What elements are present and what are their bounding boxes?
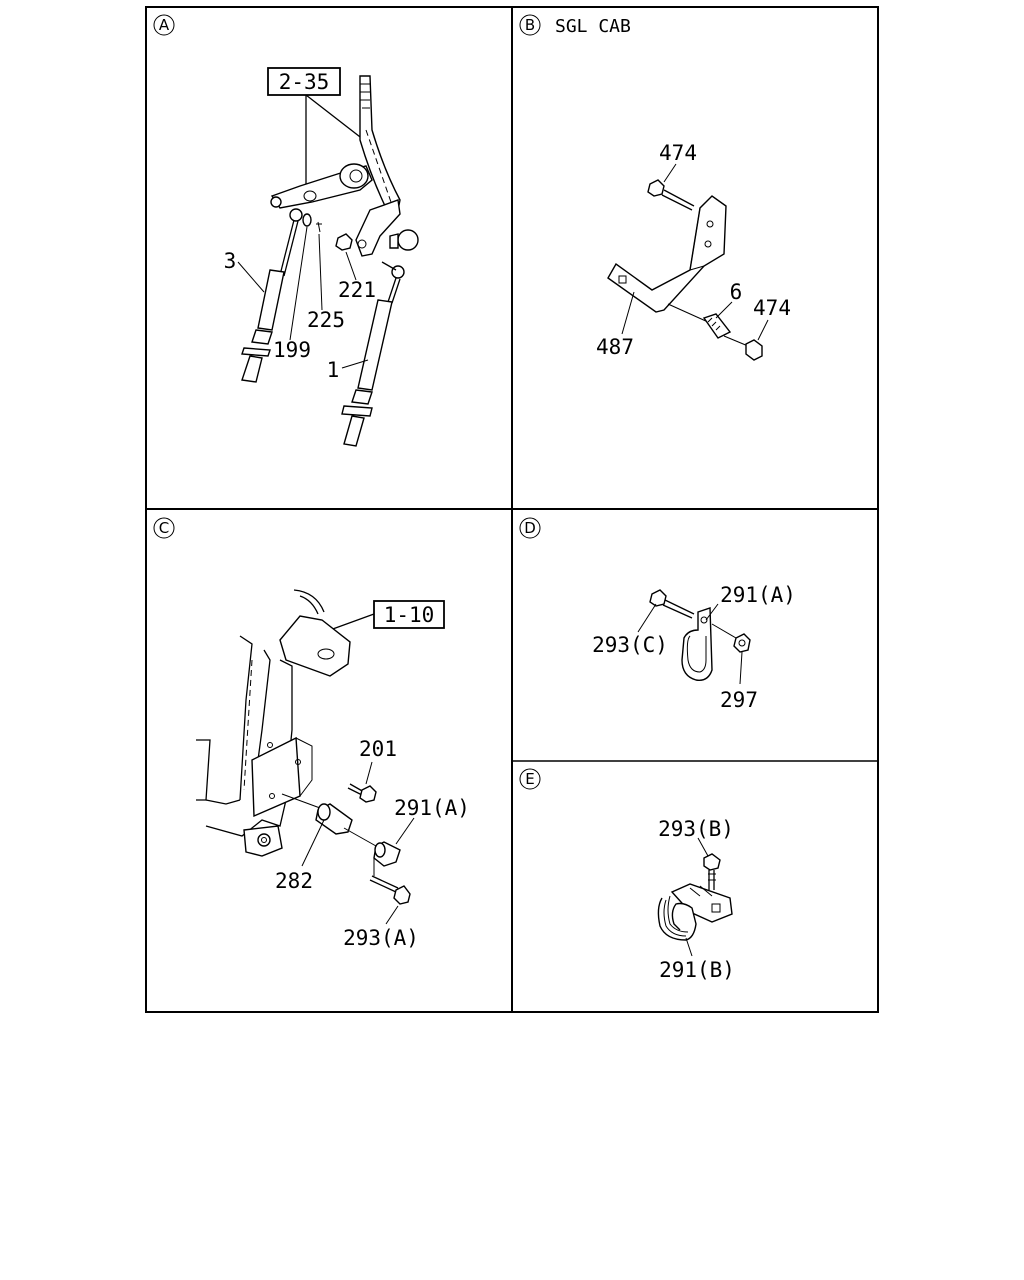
label-474-right: 474	[753, 296, 791, 320]
label-487: 487	[596, 335, 634, 359]
shift-lever	[355, 75, 419, 257]
label-297: 297	[720, 688, 758, 712]
panel-b-leaders	[621, 163, 769, 341]
spacer-6	[667, 303, 732, 339]
panel-grid	[145, 6, 879, 1013]
bolt-293b	[703, 853, 721, 890]
ref-label-1-10: 1-10	[384, 603, 435, 627]
lever-arm	[270, 163, 373, 209]
bolt-201	[347, 783, 377, 803]
nut-221	[335, 233, 353, 251]
panel-e-marker: E	[519, 768, 541, 790]
panel-c-marker: C	[153, 517, 175, 539]
panel-d-leaders	[637, 603, 743, 685]
label-6: 6	[730, 280, 743, 304]
ref-box-1-10: 1-10	[329, 600, 445, 631]
panel-a-leaders	[237, 226, 369, 369]
pin-225	[316, 221, 322, 233]
label-199: 199	[273, 338, 311, 362]
column-structure	[196, 589, 351, 857]
panel-b: B SGL CAB	[519, 14, 791, 361]
panel-e-leaders	[685, 837, 709, 957]
label-293b: 293(B)	[658, 817, 734, 841]
cable-3	[241, 208, 303, 383]
bolt-293a	[369, 858, 411, 905]
label-293c: 293(C)	[592, 633, 668, 657]
panel-d-marker: D	[519, 517, 541, 539]
label-474-top: 474	[659, 141, 697, 165]
label-3: 3	[224, 249, 237, 273]
ref-box-2-35: 2-35	[267, 67, 365, 190]
bracket-487	[607, 195, 727, 313]
label-291a-d: 291(A)	[720, 583, 796, 607]
clamp-291a-c	[343, 827, 401, 867]
panel-c-letter: C	[159, 519, 169, 537]
panel-d-letter: D	[524, 519, 536, 537]
label-225: 225	[307, 308, 345, 332]
label-293a: 293(A)	[343, 926, 419, 950]
label-201: 201	[359, 737, 397, 761]
label-221: 221	[338, 278, 376, 302]
bolt-474-right	[723, 335, 763, 361]
label-282: 282	[275, 869, 313, 893]
label-1: 1	[327, 358, 340, 382]
label-291a-c: 291(A)	[394, 796, 470, 820]
panel-c-leaders	[301, 761, 415, 925]
panel-a-marker: A	[153, 14, 175, 36]
panel-a-letter: A	[159, 16, 170, 34]
cable-1	[341, 261, 405, 447]
panel-e: E 293(B) 291(B)	[519, 768, 735, 982]
washer-199	[302, 213, 312, 227]
bolt-293c	[649, 589, 695, 619]
panel-a: A 2-35	[153, 14, 419, 447]
ref-label-2-35: 2-35	[279, 70, 330, 94]
panel-b-letter: B	[525, 16, 535, 34]
panel-c: C 1-10	[153, 517, 470, 950]
bolt-474-top	[647, 179, 695, 211]
clamp-291a-d	[681, 607, 737, 681]
label-291b: 291(B)	[659, 958, 735, 982]
clamp-291b	[657, 883, 733, 941]
panel-b-marker: B	[519, 14, 541, 36]
panel-e-letter: E	[525, 770, 534, 788]
panel-d: D 291(A) 293(C) 297	[519, 517, 796, 712]
nut-297	[733, 633, 751, 653]
panel-b-title: SGL CAB	[555, 16, 631, 37]
